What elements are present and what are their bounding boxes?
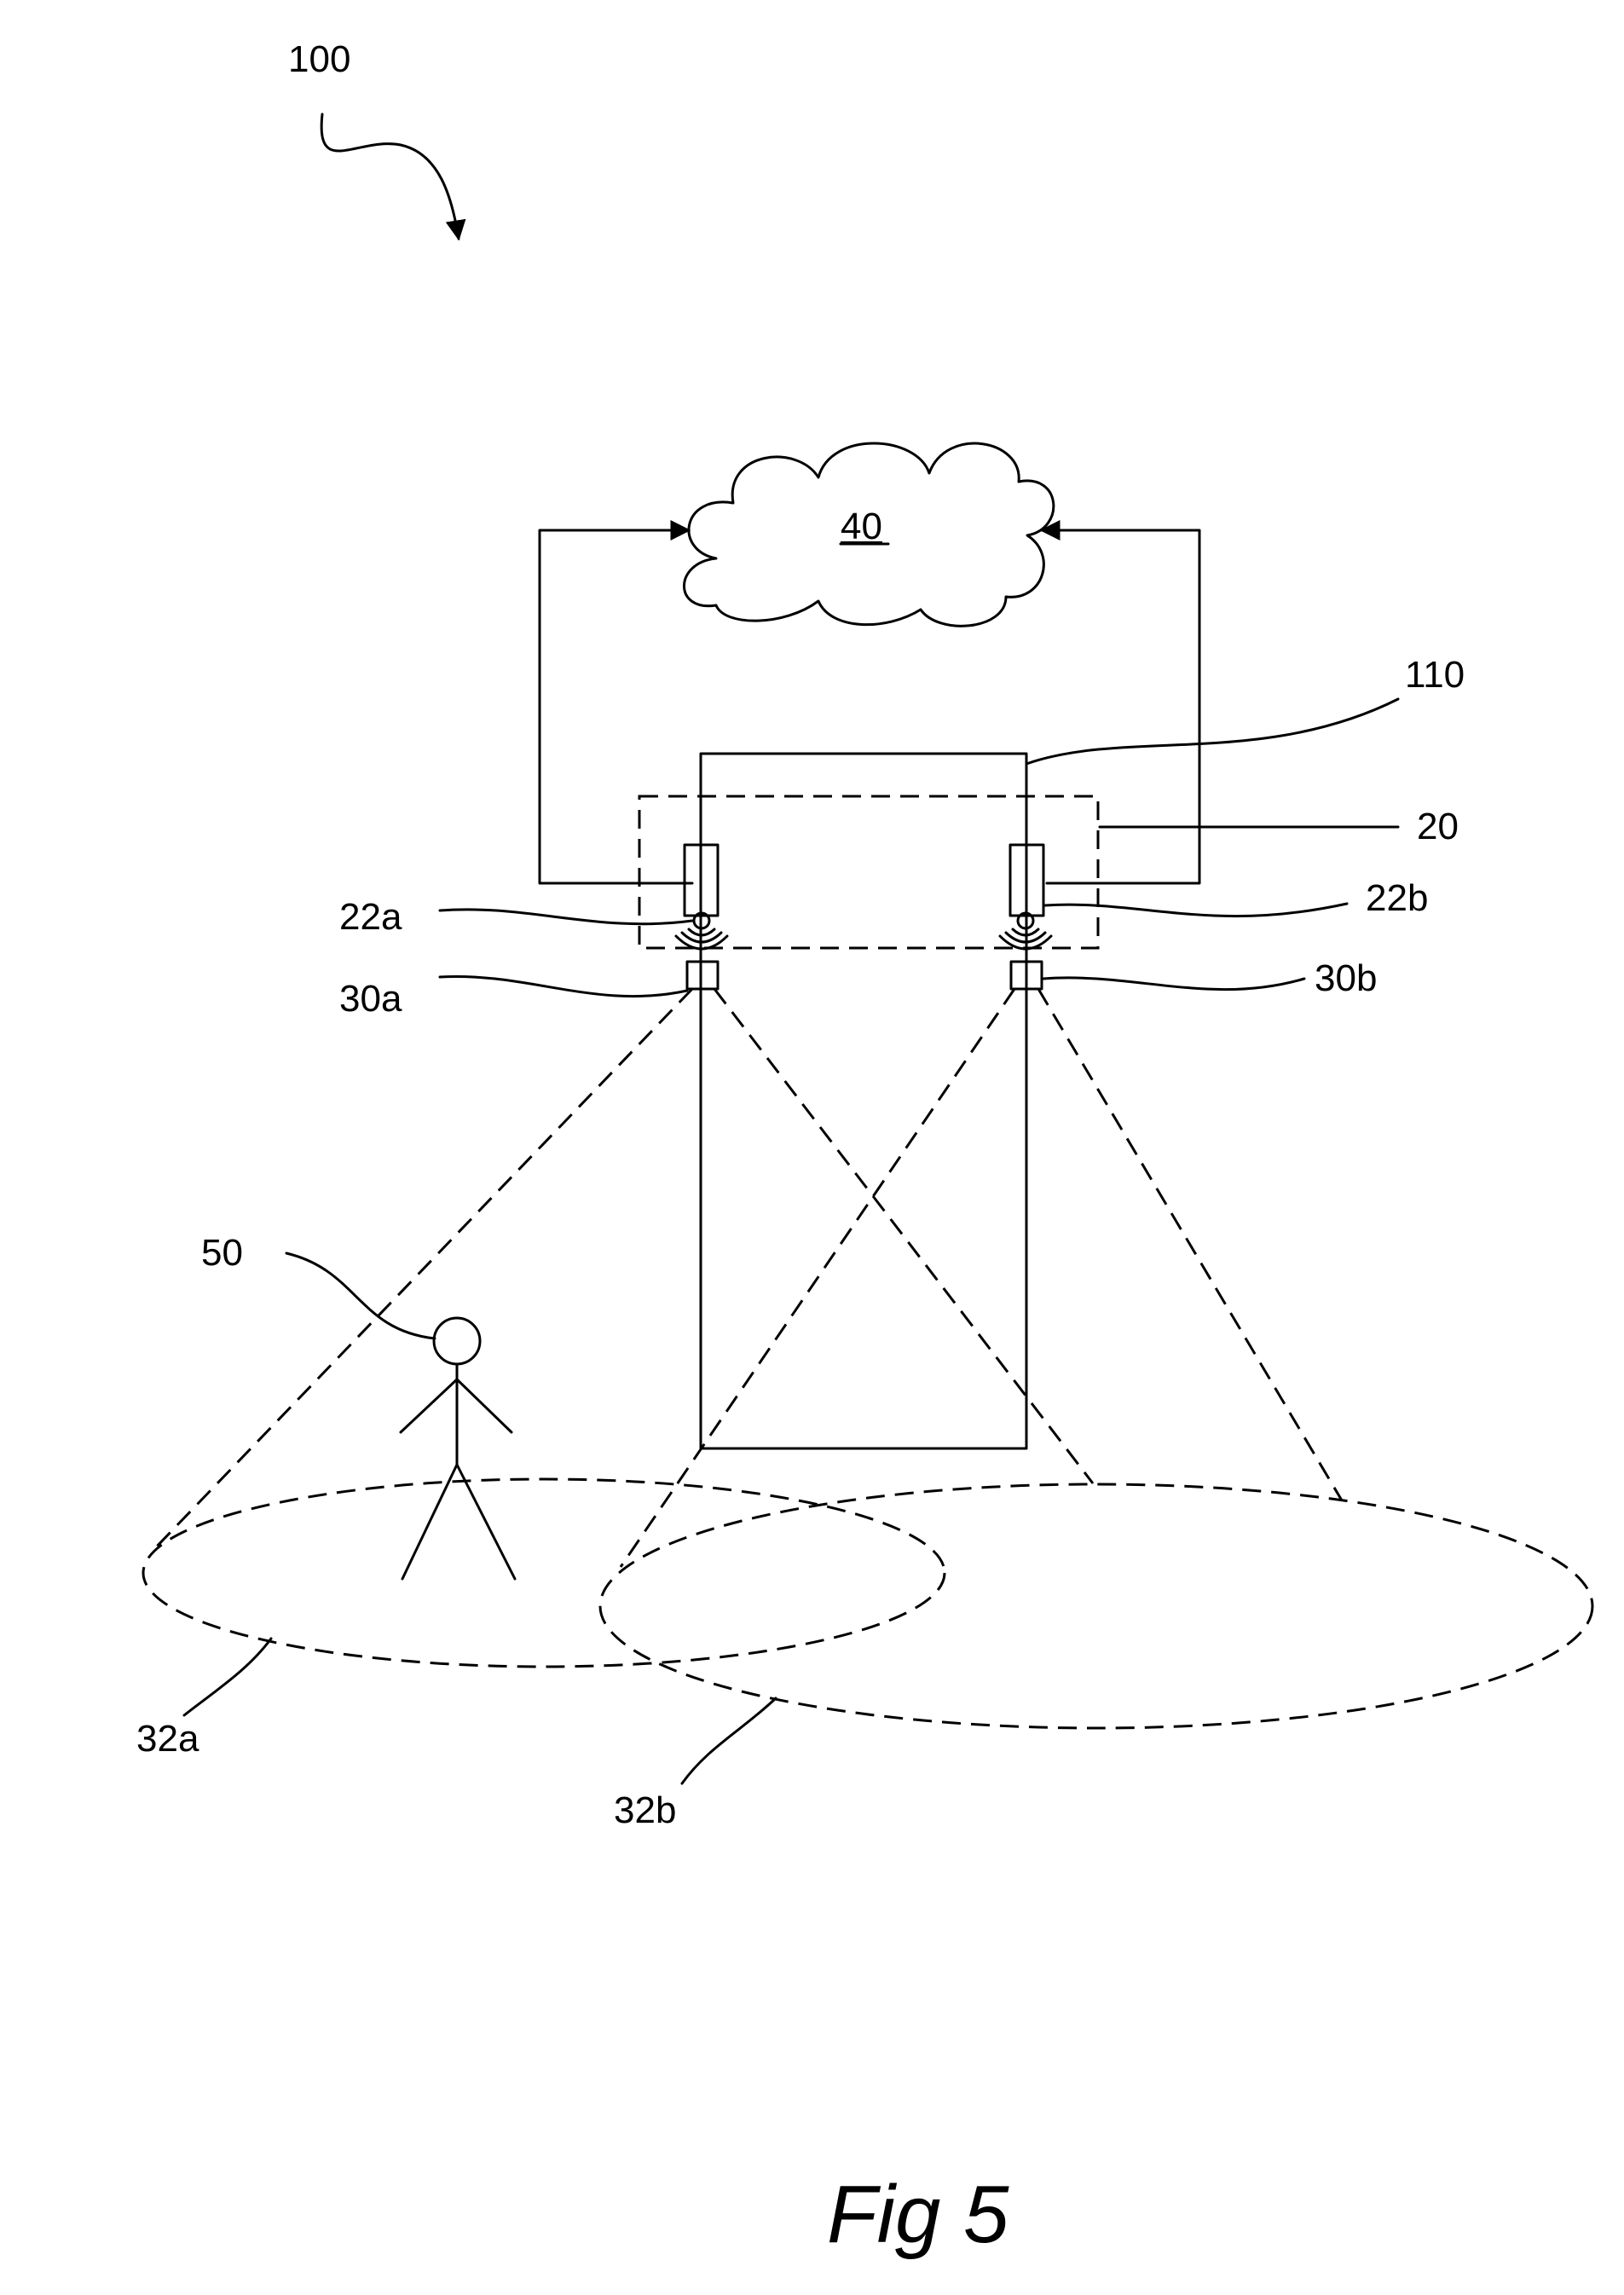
label-50: 50 bbox=[201, 1232, 243, 1274]
cone-b-left-edge bbox=[619, 988, 1016, 1568]
label-22b: 22b bbox=[1366, 877, 1428, 919]
figure-caption: Fig 5 bbox=[827, 2169, 1009, 2260]
sensor-22b-wave-3 bbox=[998, 934, 1053, 951]
label-22b-leader bbox=[1043, 902, 1349, 918]
label-110: 110 bbox=[1405, 654, 1465, 696]
cone-a-left-edge bbox=[152, 987, 694, 1552]
label-100: 100 bbox=[288, 38, 350, 80]
structure-frame bbox=[699, 752, 1028, 1450]
sensor-22a-wave-1 bbox=[687, 928, 716, 937]
sensor-22b-wave-1 bbox=[1011, 928, 1040, 937]
label-30a-leader bbox=[438, 974, 689, 998]
detection-zone-32a bbox=[142, 1477, 946, 1668]
cone-b-right-edge bbox=[1037, 988, 1344, 1501]
person-head bbox=[432, 1316, 482, 1366]
cone-a-right-edge bbox=[713, 988, 1095, 1484]
sensor-22a-lens bbox=[692, 911, 711, 930]
emitter-30b bbox=[1009, 960, 1043, 991]
sensor-22a-wave-2 bbox=[680, 931, 723, 944]
label-22a: 22a bbox=[339, 896, 402, 938]
label-32a: 32a bbox=[136, 1718, 199, 1760]
label-32b: 32b bbox=[614, 1789, 676, 1831]
label-22a-leader bbox=[438, 908, 694, 926]
detection-zone-32b bbox=[598, 1483, 1594, 1730]
person-left-arm bbox=[399, 1378, 459, 1434]
person-right-arm bbox=[455, 1378, 513, 1434]
emitter-30a bbox=[685, 960, 720, 991]
sensor-22b-body bbox=[1008, 843, 1045, 917]
sensor-22b-lens bbox=[1016, 911, 1035, 930]
label-32b-leader bbox=[680, 1697, 777, 1785]
person-right-leg bbox=[455, 1463, 517, 1581]
person-left-leg bbox=[401, 1463, 459, 1581]
label-50-leader bbox=[285, 1252, 436, 1340]
label-40: 40 bbox=[841, 506, 882, 547]
sensor-22a-body bbox=[683, 843, 720, 917]
left-link-to-cloud-arrow bbox=[538, 520, 694, 885]
cloud-icon bbox=[683, 442, 1055, 627]
label-110-leader bbox=[1025, 697, 1400, 766]
device-region-box bbox=[638, 795, 1100, 950]
label-30b-leader bbox=[1042, 976, 1306, 991]
system-pointer-arrow bbox=[320, 113, 466, 241]
sensor-22a-wave-3 bbox=[674, 934, 729, 951]
right-link-to-cloud-arrow bbox=[1039, 520, 1201, 885]
label-30b: 30b bbox=[1315, 957, 1377, 999]
label-20: 20 bbox=[1417, 806, 1459, 847]
label-32a-leader bbox=[182, 1637, 273, 1717]
sensor-22b-wave-2 bbox=[1004, 931, 1047, 944]
label-30a: 30a bbox=[339, 978, 402, 1020]
